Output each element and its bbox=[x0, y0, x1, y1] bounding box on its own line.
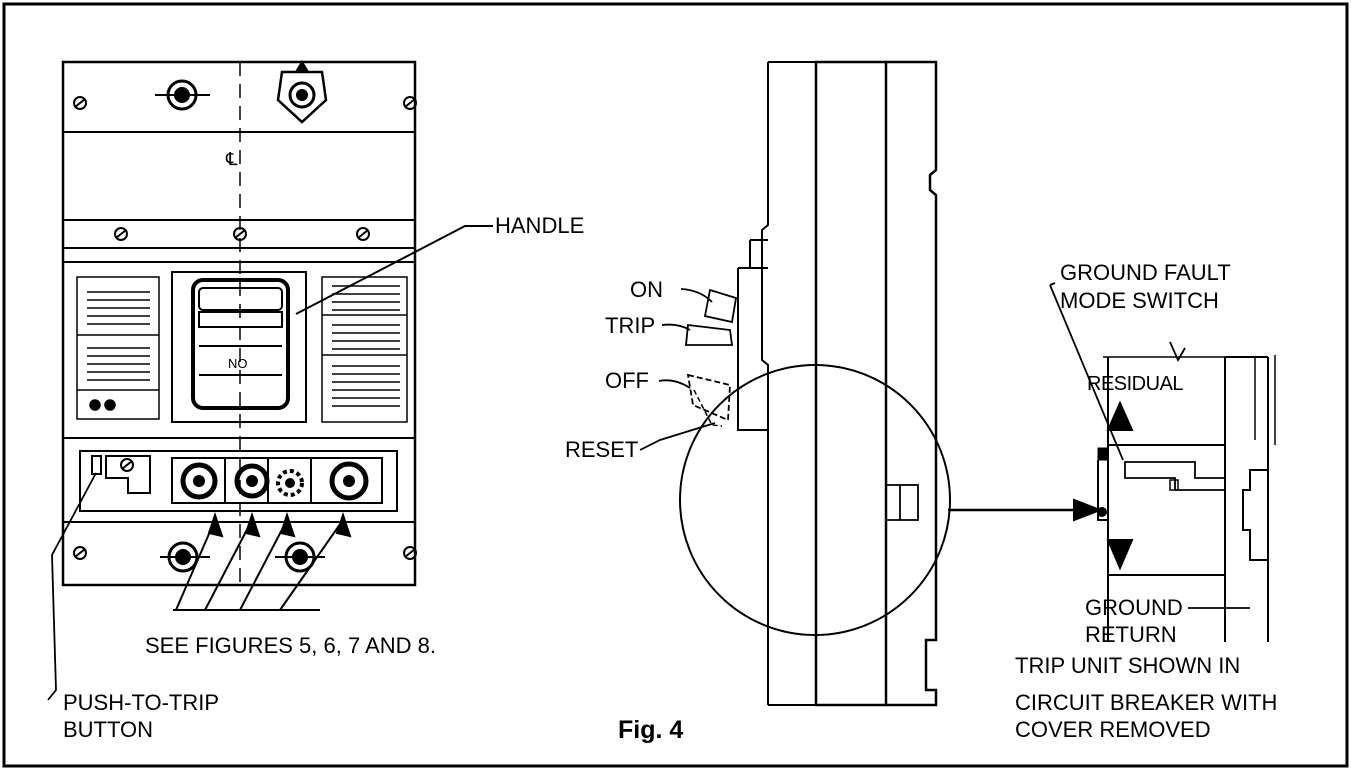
right-label-panel bbox=[321, 276, 408, 423]
arrow-up-icon bbox=[1106, 400, 1134, 431]
lock-terminal-icon bbox=[276, 60, 328, 124]
screw-icon bbox=[73, 546, 87, 560]
figures-leader-lines bbox=[173, 511, 352, 611]
trip-unit-caption-line3: COVER REMOVED bbox=[1015, 717, 1211, 742]
trip-position-label: TRIP bbox=[605, 313, 656, 338]
screw-icon bbox=[73, 96, 87, 110]
push-to-trip-button bbox=[91, 455, 102, 475]
handle-on-text: ON bbox=[228, 356, 248, 371]
adjustment-dial-icon bbox=[234, 463, 270, 499]
handle-leader-line bbox=[295, 225, 493, 315]
trip-unit-caption-line2: CIRCUIT BREAKER WITH bbox=[1015, 690, 1278, 715]
see-figures-label: SEE FIGURES 5, 6, 7 AND 8. bbox=[145, 633, 436, 658]
screw-icon bbox=[114, 227, 128, 241]
screw-icon bbox=[403, 96, 417, 110]
accessory-row bbox=[79, 450, 398, 512]
gf-mode-switch-label-line1: GROUND FAULT bbox=[1060, 260, 1231, 285]
adjustment-dial-icon bbox=[276, 469, 304, 497]
screw-icon bbox=[233, 227, 247, 241]
push-to-trip-label-line2: BUTTON bbox=[63, 717, 154, 742]
reset-position-label: RESET bbox=[565, 437, 639, 462]
ground-return-label-line2: RETURN bbox=[1085, 622, 1177, 647]
terminal-icon bbox=[155, 79, 210, 111]
trip-unit-caption-line1: TRIP UNIT SHOWN IN bbox=[1015, 653, 1241, 678]
screw-icon bbox=[403, 546, 417, 560]
adjustment-dial-icon bbox=[329, 461, 369, 501]
breaker-side-view bbox=[639, 60, 1103, 707]
residual-label: RESIDUAL bbox=[1087, 373, 1184, 395]
arrow-down-icon bbox=[1106, 539, 1134, 571]
centerline-mark: ℄ bbox=[226, 149, 238, 169]
detail-callout-circle bbox=[679, 364, 951, 636]
breaker-front-view bbox=[47, 60, 493, 701]
ground-return-label-line1: GROUND bbox=[1085, 595, 1183, 620]
screw-icon bbox=[356, 227, 370, 241]
off-position-label: OFF bbox=[605, 368, 649, 393]
handle-label: HANDLE bbox=[495, 213, 585, 238]
push-to-trip-leader-line bbox=[47, 472, 97, 701]
on-position-label: ON bbox=[630, 277, 663, 302]
trip-unit-detail-view bbox=[1049, 282, 1276, 642]
handle-assembly bbox=[171, 271, 307, 423]
terminal-icon bbox=[160, 541, 210, 573]
gf-mode-switch-label-line2: MODE SWITCH bbox=[1060, 288, 1219, 313]
left-label-panel bbox=[76, 276, 160, 420]
push-to-trip-label-line1: PUSH-TO-TRIP bbox=[63, 690, 220, 715]
adjustment-dial-icon bbox=[180, 462, 218, 500]
figure-title: Fig. 4 bbox=[618, 716, 684, 744]
